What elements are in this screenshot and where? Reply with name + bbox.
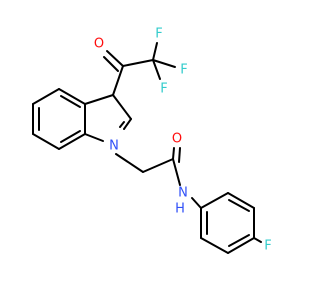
bond	[152, 59, 176, 68]
bond	[191, 197, 202, 209]
bond	[106, 50, 124, 67]
atom-F1: F	[180, 63, 187, 78]
bond	[60, 95, 81, 108]
bond	[228, 234, 250, 247]
atom-N2: N	[178, 186, 188, 201]
bond	[123, 118, 132, 130]
bond	[227, 237, 255, 254]
bond	[178, 147, 181, 163]
bonds	[32, 42, 262, 254]
bond	[253, 237, 262, 243]
atom-H2: H	[175, 202, 185, 217]
bond	[112, 94, 132, 120]
bond	[60, 130, 81, 143]
bond	[200, 192, 229, 209]
bond	[227, 192, 255, 209]
bond	[119, 121, 125, 128]
bond	[58, 133, 86, 150]
bond	[32, 88, 60, 105]
atom-F3: F	[160, 82, 167, 97]
atom-O2: O	[172, 132, 182, 147]
atom-N1: N	[109, 139, 119, 154]
bond	[152, 42, 158, 61]
bond	[58, 88, 86, 105]
bond	[172, 158, 181, 186]
bond	[142, 158, 174, 173]
bond	[115, 153, 144, 173]
atom-F2: F	[155, 27, 162, 42]
atom-F4: F	[264, 239, 271, 254]
bond	[200, 237, 229, 254]
bond	[122, 59, 154, 67]
bond	[172, 147, 175, 160]
bond	[228, 199, 250, 212]
bond	[84, 133, 104, 142]
atom-O1: O	[94, 37, 104, 52]
bond	[84, 94, 114, 105]
bond	[112, 65, 124, 96]
bond	[32, 133, 60, 150]
bond	[152, 59, 161, 80]
molecule-structure: F F F O N O N H F	[32, 27, 272, 254]
bond	[103, 56, 119, 72]
atom-labels: F F F O N O N H F	[94, 27, 272, 254]
